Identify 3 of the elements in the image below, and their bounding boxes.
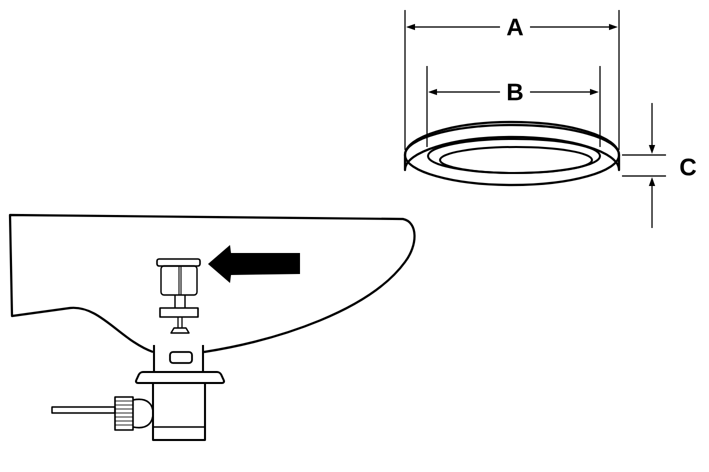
dimension-label: B bbox=[508, 84, 523, 100]
dimension-label: C bbox=[680, 158, 696, 176]
dimension-label: A bbox=[506, 18, 524, 36]
